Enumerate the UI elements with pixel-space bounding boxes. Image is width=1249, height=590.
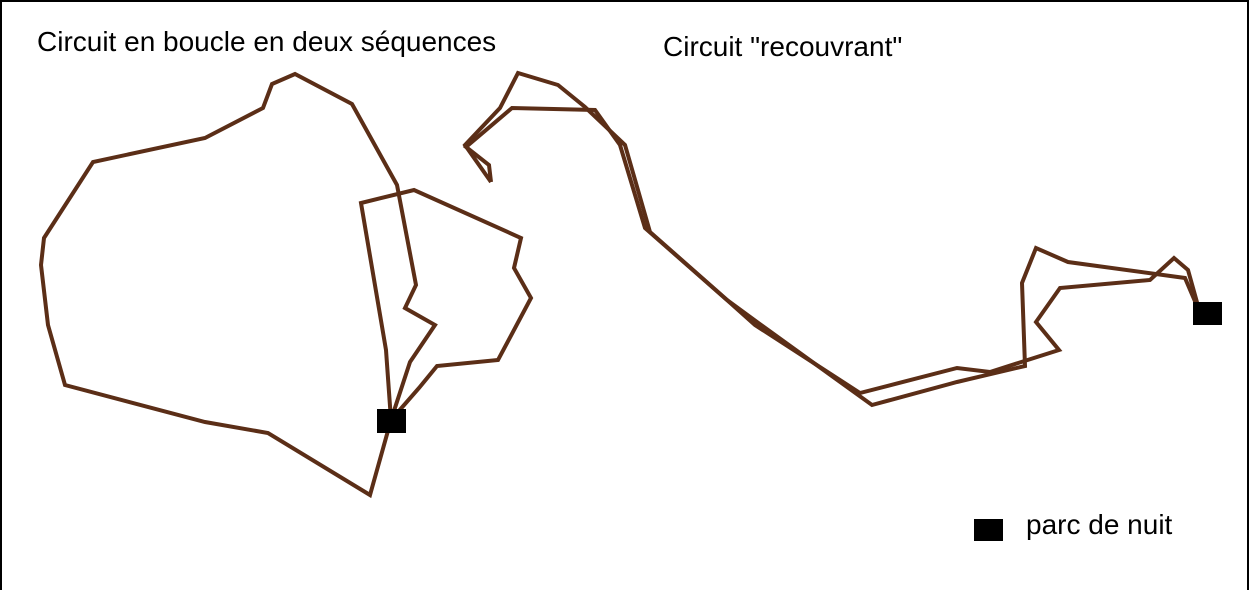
overlap-outbound-route bbox=[462, 105, 1202, 396]
overlap-return-route bbox=[462, 70, 1202, 408]
loop-circuit-title: Circuit en boucle en deux séquences bbox=[37, 26, 497, 57]
legend-depot-label: parc de nuit bbox=[1026, 509, 1173, 540]
depot-marker-left bbox=[377, 409, 406, 433]
loop-sequence-2-route bbox=[358, 187, 534, 422]
overlap-circuit-title: Circuit "recouvrant" bbox=[663, 31, 903, 62]
depot-marker-right bbox=[1193, 302, 1222, 325]
legend-depot-symbol bbox=[974, 519, 1003, 541]
loop-sequence-1-route bbox=[38, 71, 438, 499]
